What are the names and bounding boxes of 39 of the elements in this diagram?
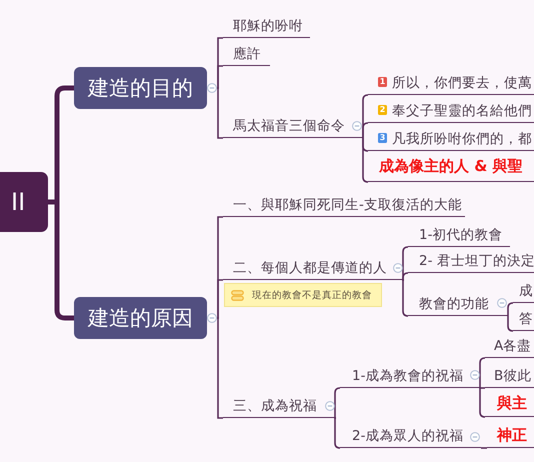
root-box: II: [0, 172, 48, 232]
topic: 2- 君士坦丁的決定: [408, 249, 534, 273]
topic: B彼此: [485, 364, 534, 388]
topic-text: 所以，你們要去，使萬: [392, 75, 532, 91]
topic: 與主: [485, 389, 534, 417]
connector-line: [216, 65, 223, 89]
number-badge: 1: [378, 77, 387, 88]
connector-line: [481, 387, 485, 389]
topic-text: 1-成為教會的祝福: [352, 368, 464, 384]
number-badge: 2: [378, 105, 387, 116]
topic-text: 奉父子聖靈的名給他們: [392, 103, 532, 119]
topic-text: 三、成為祝福: [233, 398, 317, 414]
topic-text: 二、每個人都是傳道的人: [233, 260, 387, 276]
topic: 神正: [487, 422, 534, 448]
topic: 成: [513, 279, 534, 303]
note-box: [224, 283, 382, 307]
number-badge: 3: [378, 133, 387, 144]
connector-line: [216, 279, 223, 319]
topic-text: 凡我所吩咐你們的，都: [392, 131, 532, 147]
connector-line: [216, 87, 223, 139]
topic: 1-初代的教會: [408, 223, 510, 247]
topic: 成為像主的人 & 與聖: [368, 150, 534, 182]
connector-line: [402, 272, 408, 281]
topic: 應許: [223, 42, 270, 66]
connector-line: [362, 122, 368, 139]
topic-box: 建造的原因: [74, 297, 207, 339]
topic: 一、與耶穌同死同生-支取復活的大能: [223, 193, 465, 217]
topic-text: 馬太福音三個命令: [233, 118, 345, 134]
connector-line: [216, 317, 223, 419]
topic: 答: [513, 307, 534, 331]
connector-line: [507, 302, 514, 317]
topic-text: 教會的功能: [419, 296, 489, 312]
topic: 耶穌的吩咐: [223, 14, 310, 38]
topic: A各盡: [485, 334, 534, 358]
connector-line: [507, 315, 514, 332]
topic-box: 建造的目的: [74, 67, 207, 109]
note-text: 現在的教會不是真正的教會: [252, 288, 372, 302]
topic-text: 2-成為眾人的祝福: [352, 428, 464, 444]
connector-line: [481, 447, 487, 449]
